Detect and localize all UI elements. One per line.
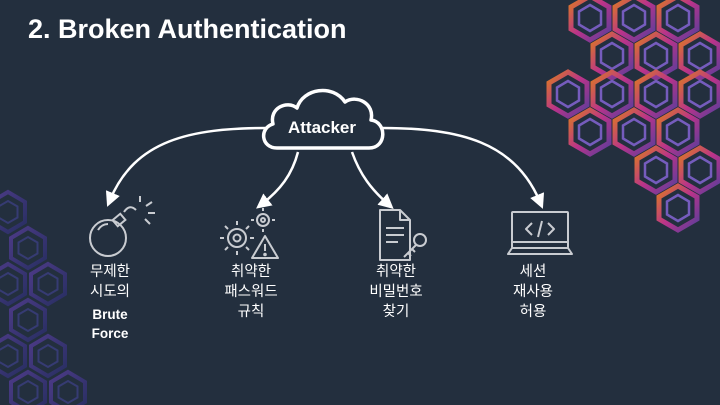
arrow-to-gears [256, 151, 300, 209]
caption-session-reuse: 세션 재사용 허용 [478, 262, 588, 322]
gears-warning-icon [220, 208, 279, 259]
attacker-label: Attacker [287, 118, 357, 137]
caption-brute-force: 무제한 시도의 Brute Force [55, 262, 165, 343]
caption-line: 취약한 [230, 264, 272, 280]
caption-bold-line: Force [91, 326, 129, 341]
caption-line: 세션 [519, 264, 547, 280]
caption-line: 규칙 [237, 304, 265, 320]
caption-line: 패스워드 [224, 284, 278, 300]
caption-weak-password-recovery: 취약한 비밀번호 찾기 [341, 262, 451, 322]
arrow-to-monitor [381, 126, 545, 209]
caption-line: 찾기 [382, 304, 410, 320]
cloud-icon [262, 88, 385, 150]
caption-line: 비밀번호 [369, 284, 423, 300]
caption-weak-password-rules: 취약한 패스워드 규칙 [196, 262, 306, 322]
caption-line: 재사용 [512, 284, 554, 300]
arrow-to-bomb [105, 126, 269, 207]
bomb-icon [89, 196, 155, 257]
caption-line: 시도의 [89, 284, 131, 300]
caption-line: 취약한 [375, 264, 417, 280]
arrow-to-document [350, 151, 394, 209]
caption-bold-line: Brute [92, 307, 128, 322]
caption-line: 허용 [519, 304, 547, 320]
document-key-icon [379, 209, 427, 261]
code-monitor-icon [507, 211, 573, 255]
slide-title: 2. Broken Authentication [28, 14, 347, 44]
caption-line: 무제한 [89, 264, 131, 280]
